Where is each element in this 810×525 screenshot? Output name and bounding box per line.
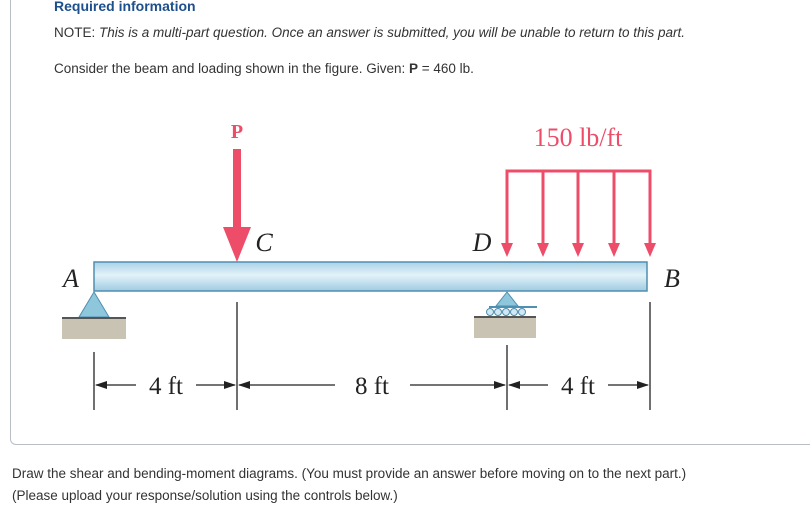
note-body: This is a multi-part question. Once an a… — [99, 25, 686, 40]
pin-triangle — [78, 291, 110, 318]
required-information-title: Required information — [54, 0, 196, 14]
point-d-label: D — [472, 228, 492, 257]
question-text: Draw the shear and bending-moment diagra… — [12, 463, 802, 507]
distributed-load-label: 150 lb/ft — [534, 123, 624, 152]
point-b-label: B — [664, 264, 680, 293]
given-intro: Consider the beam and loading shown in t… — [54, 61, 409, 76]
beam — [93, 261, 648, 292]
point-c-label: C — [255, 228, 273, 257]
given-value: = 460 lb. — [417, 61, 474, 76]
note-prefix: NOTE: — [54, 25, 100, 40]
point-a-label: A — [61, 264, 79, 293]
point-load-p — [223, 149, 251, 262]
roller-triangle — [494, 291, 520, 307]
roller-support-d — [474, 291, 537, 338]
roller-wheel — [510, 308, 518, 316]
roller-wheel — [502, 308, 510, 316]
dimension-label-2: 8 ft — [355, 373, 389, 400]
dimension-label-1: 4 ft — [149, 373, 183, 400]
udl-arrowhead-5 — [644, 243, 656, 257]
question-line-2: (Please upload your response/solution us… — [12, 488, 398, 503]
roller-wheel — [486, 308, 494, 316]
beam-figure: P 150 lb/ft A B C D — [61, 121, 680, 410]
given-symbol: P — [408, 61, 418, 76]
dimension-label-3: 4 ft — [561, 373, 595, 400]
pin-support-a — [62, 291, 126, 339]
point-load-shaft — [233, 149, 241, 229]
ground-d — [474, 316, 536, 338]
roller-wheel — [494, 308, 502, 316]
info-panel — [10, 0, 810, 445]
dimension-extension-lines — [93, 302, 651, 410]
udl-arrowhead-2 — [537, 243, 549, 257]
question-line-1: Draw the shear and bending-moment diagra… — [12, 466, 687, 481]
load-label-p: P — [231, 121, 243, 143]
roller-wheel — [518, 308, 526, 316]
udl-arrowhead-4 — [608, 243, 620, 257]
ground-a — [62, 317, 126, 339]
udl-arrowhead-3 — [572, 243, 584, 257]
given-text: Consider the beam and loading shown in t… — [54, 60, 474, 77]
distributed-load — [501, 169, 656, 257]
note-text: NOTE: This is a multi-part question. Onc… — [54, 24, 774, 41]
udl-arrowhead-1 — [501, 243, 513, 257]
point-load-arrowhead — [223, 227, 251, 262]
